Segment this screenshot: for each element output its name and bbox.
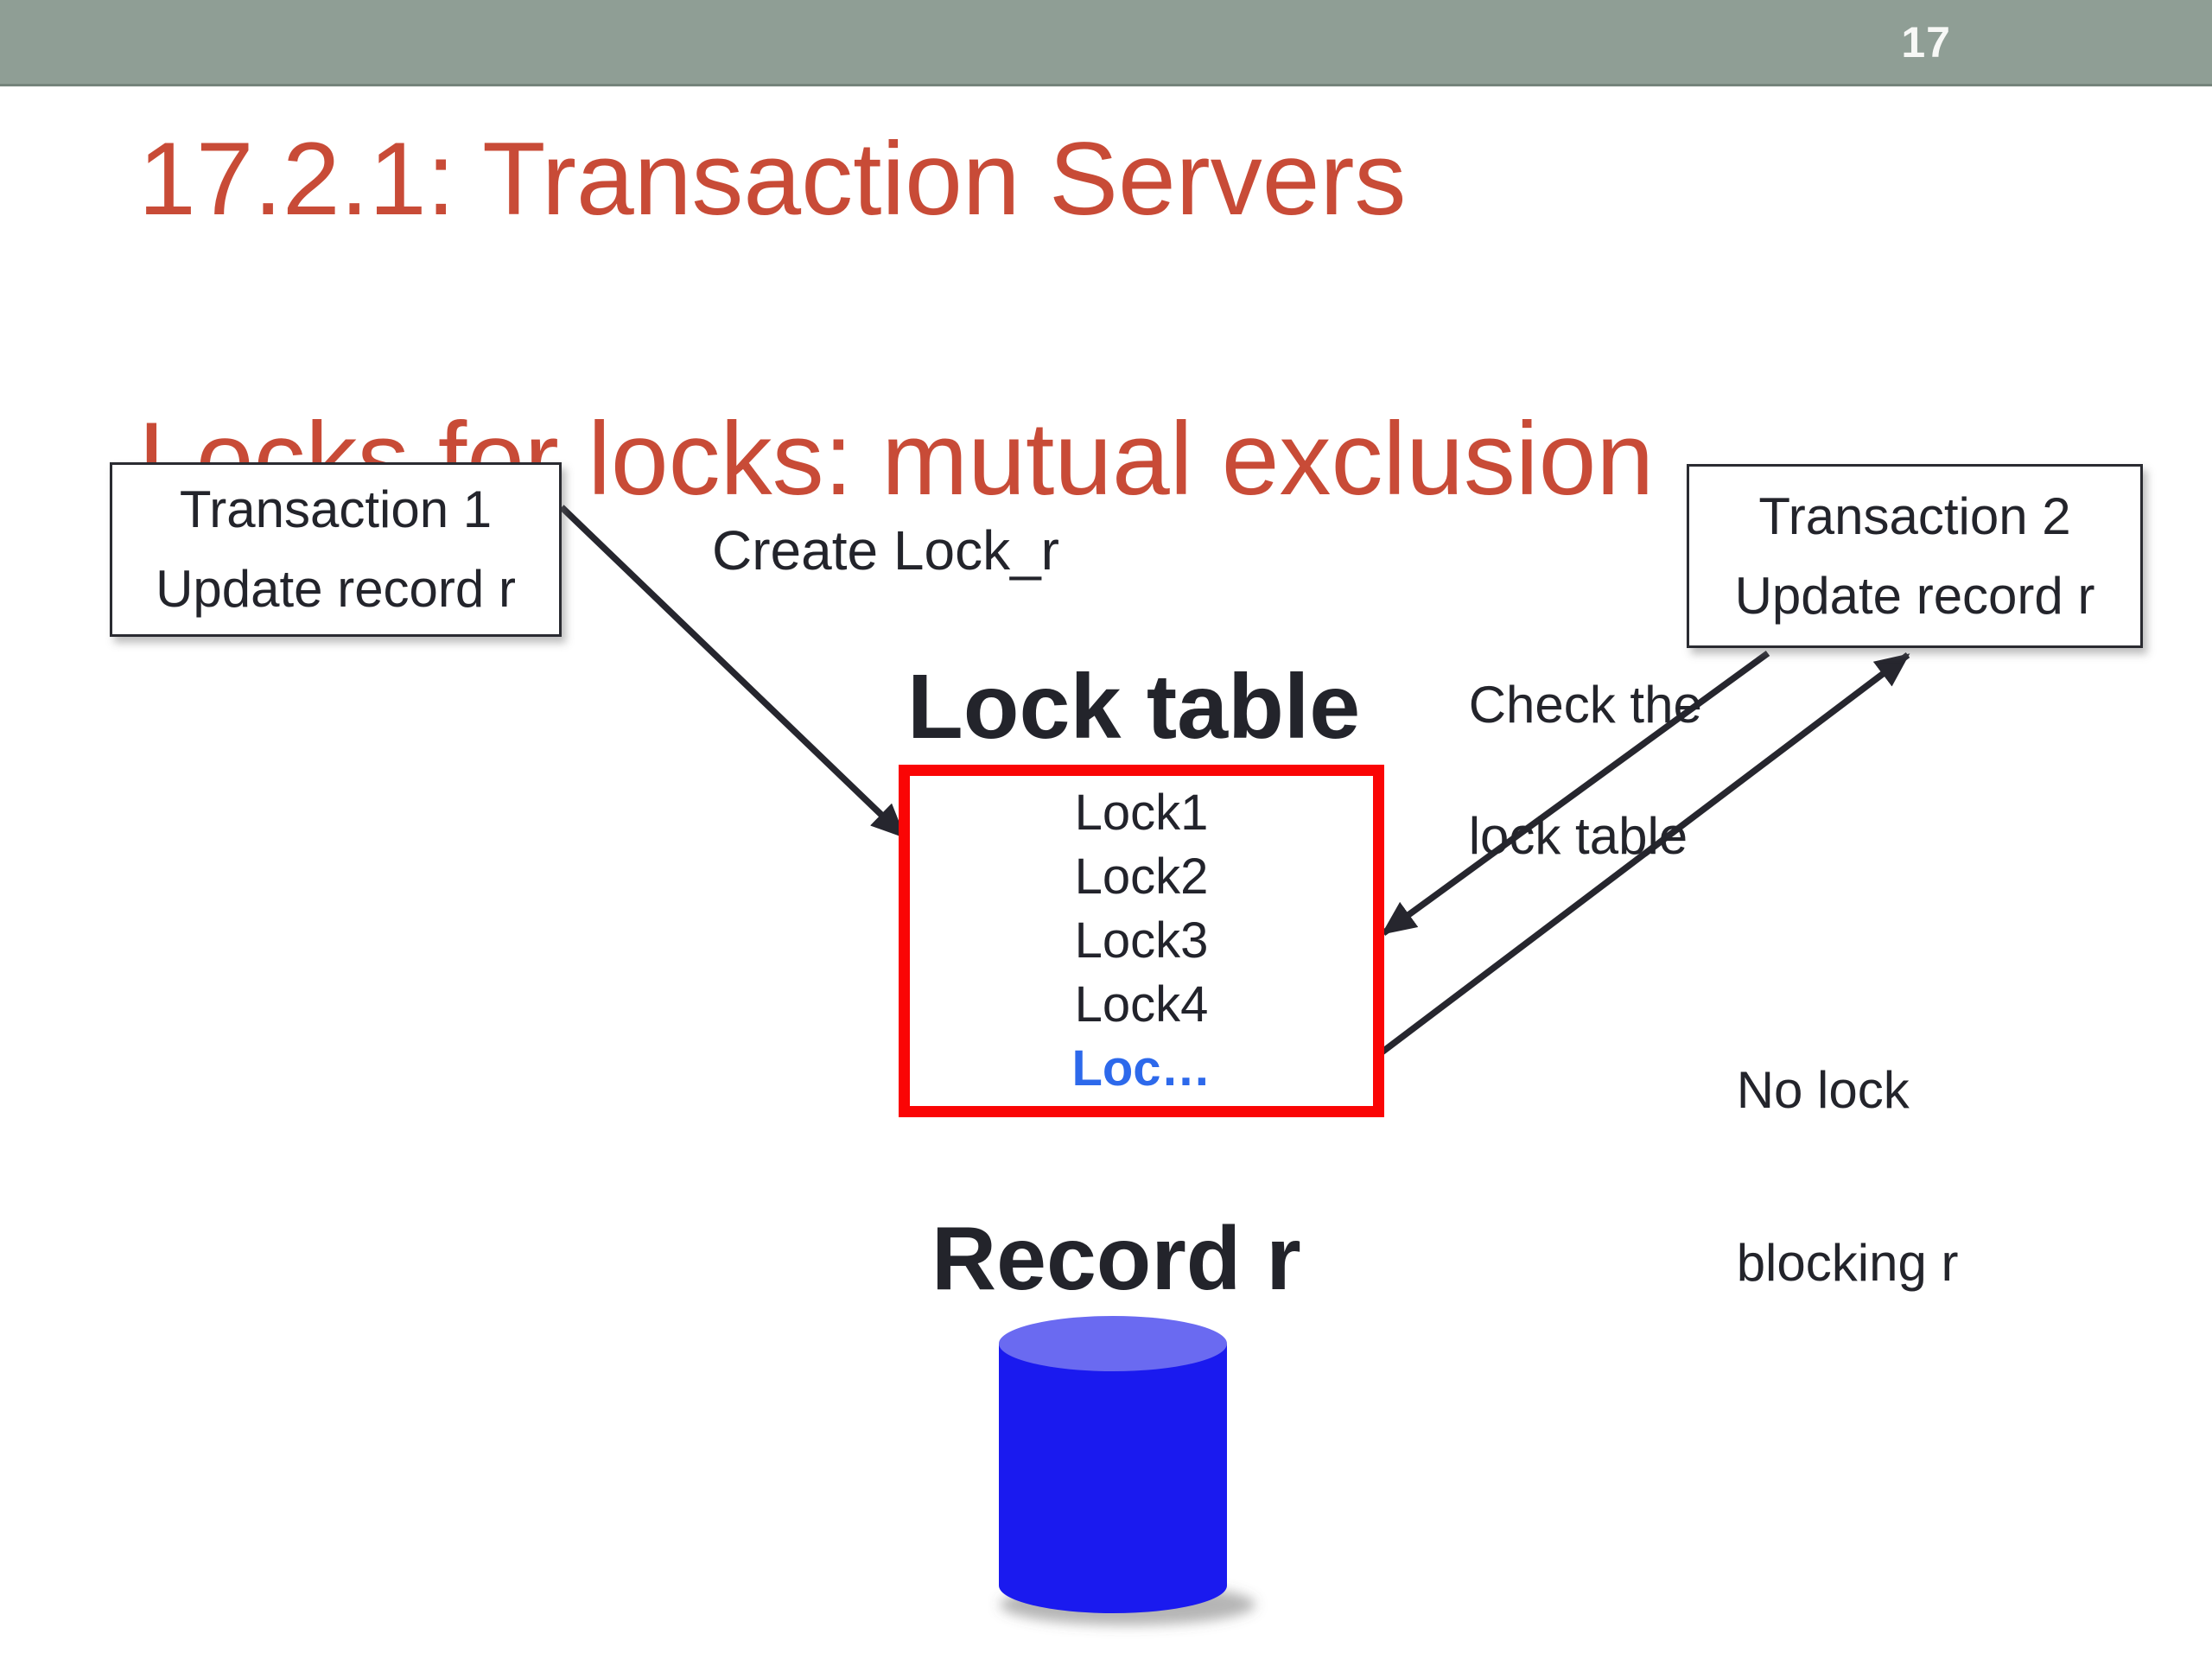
cylinder-shadow: [1000, 1584, 1255, 1625]
check-lock-table-line1: Check the: [1468, 676, 1702, 734]
page-number: 17: [1901, 17, 1951, 67]
slide-header-bar: 17: [0, 0, 2212, 86]
transaction1-title: Transaction 1: [179, 480, 493, 538]
transaction2-action: Update record r: [1734, 566, 2095, 625]
slide-title-line1: 17.2.1: Transaction Servers: [138, 121, 1407, 237]
transaction1-action: Update record r: [156, 560, 516, 618]
no-lock-line2: blocking r: [1736, 1234, 1959, 1292]
lock-entry: Lock1: [1074, 785, 1209, 841]
cylinder-body: [999, 1344, 1227, 1613]
lock-entry: Lock3: [1074, 912, 1209, 969]
lock-entry-new: Loc…: [1071, 1040, 1211, 1096]
lock-entry: Lock2: [1074, 849, 1209, 905]
no-lock-line1: No lock: [1736, 1061, 1910, 1119]
create-lock-label: Create Lock_r: [712, 519, 1059, 582]
transaction2-title: Transaction 2: [1758, 486, 2071, 545]
cylinder-top: [999, 1316, 1227, 1371]
transaction2-box: Transaction 2 Update record r: [1687, 464, 2143, 648]
record-heading: Record r: [931, 1209, 1301, 1309]
transaction1-box: Transaction 1 Update record r: [110, 462, 562, 637]
check-lock-table-label: Check the lock table: [1411, 607, 1702, 935]
check-lock-table-line2: lock table: [1468, 807, 1688, 865]
lock-table-heading: Lock table: [907, 656, 1361, 758]
lock-entry: Lock4: [1074, 976, 1209, 1033]
lock-table-box: Lock1 Lock2 Lock3 Lock4 Loc…: [899, 765, 1384, 1117]
record-cylinder: [999, 1316, 1255, 1625]
no-lock-label: No lock blocking r: [1679, 961, 1959, 1393]
